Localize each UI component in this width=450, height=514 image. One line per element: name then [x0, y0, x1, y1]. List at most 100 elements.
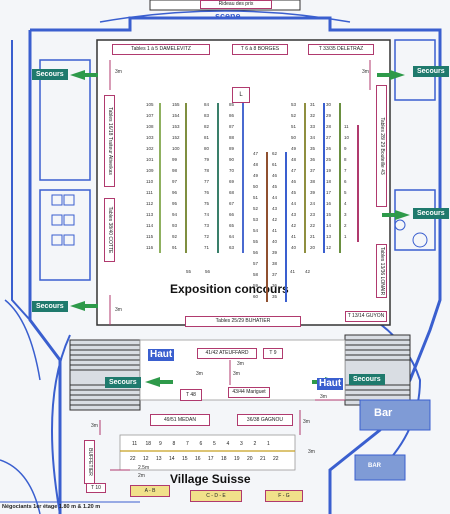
stand-number: 108: [146, 124, 154, 129]
stand-number: 39: [272, 250, 278, 255]
stand-number: 153: [172, 124, 180, 129]
stand-number: 52: [291, 113, 297, 118]
stand-number: 51: [291, 124, 297, 129]
stand-number: 32: [310, 113, 316, 118]
stand-number: 87: [229, 124, 235, 129]
stand-number: 89: [229, 146, 235, 151]
stand-number: 67: [229, 201, 235, 206]
village-stand-number: 12: [143, 456, 149, 462]
stand-number: 84: [204, 102, 210, 107]
stand-number: 5: [344, 190, 347, 195]
stand-number: 19: [326, 168, 332, 173]
hall-t9: T 9: [263, 348, 283, 359]
tables-13-14: T 13/14 GUYON: [345, 311, 387, 322]
secours-mid-left: Secours: [32, 301, 68, 312]
village-stand-number: 9: [159, 441, 162, 447]
stand-number: 26: [326, 146, 332, 151]
stand-number: 91: [172, 245, 178, 250]
stand-number: 27: [326, 135, 332, 140]
village-stand-number: 22: [273, 456, 279, 462]
stand-number: 47: [291, 168, 297, 173]
stand-number: 116: [146, 245, 154, 250]
secours-top-right: Secours: [413, 66, 449, 77]
dist-12: 3m: [196, 371, 203, 377]
tables-25-29: Tables 25/29 BUHATIER: [185, 316, 301, 327]
stand-number: 10: [344, 135, 350, 140]
secours-mid-right: Secours: [413, 208, 449, 219]
stand-number: 50: [253, 184, 259, 189]
hall-36-38: 36/38 GAGNOU: [237, 414, 293, 426]
village-stand-number: 13: [156, 456, 162, 462]
stand-number: 40: [291, 245, 297, 250]
village-stand-number: 3: [240, 441, 243, 447]
stand-number: 75: [204, 201, 210, 206]
stand-number: 44: [272, 195, 278, 200]
stand-number: 48: [253, 162, 259, 167]
stand-number: 29: [326, 113, 332, 118]
bar-left: BUFFETIER: [84, 440, 95, 484]
village-stand-number: 14: [169, 456, 175, 462]
stand-number: 24: [310, 201, 316, 206]
stand-ab: A - B: [130, 485, 170, 497]
stand-number: 95: [172, 201, 178, 206]
village-stand-number: 18: [221, 456, 227, 462]
stand-number: 93: [172, 223, 178, 228]
hall-t48: T 48: [180, 389, 202, 401]
dist-6: 3m: [303, 419, 310, 425]
stand-number: 77: [204, 179, 210, 184]
stand-number: 64: [229, 234, 235, 239]
village-stand-number: 7: [186, 441, 189, 447]
stand-number: 53: [291, 102, 297, 107]
stand-number: 53: [253, 217, 259, 222]
stand-number: 90: [229, 157, 235, 162]
stand-number: 18: [326, 179, 332, 184]
dist-11: 2m: [138, 473, 145, 479]
exposition-title: Exposition concours: [170, 282, 289, 296]
secours-top-left: Secours: [32, 69, 68, 80]
stand-number: 109: [146, 168, 154, 173]
stand-number: 94: [172, 212, 178, 217]
stand-number: 98: [172, 168, 178, 173]
stand-number: 38: [272, 261, 278, 266]
stand-number: 60: [253, 294, 259, 299]
stand-cde: C - D - E: [190, 490, 242, 502]
stand-number: 110: [146, 179, 154, 184]
village-stand-number: 17: [208, 456, 214, 462]
stand-number: 15: [326, 212, 332, 217]
stand-number: 65: [229, 223, 235, 228]
stand-number: 112: [146, 201, 154, 206]
stand-number: 42: [291, 223, 297, 228]
stand-number: 45: [272, 184, 278, 189]
stand-number: 49: [253, 173, 259, 178]
stand-number: 100: [172, 146, 180, 151]
stand-number: 107: [146, 113, 154, 118]
stand-number: 42: [305, 269, 311, 274]
stand-number: 46: [291, 179, 297, 184]
stand-number: 17: [326, 190, 332, 195]
stand-number: 74: [204, 212, 210, 217]
stand-number: 25: [326, 157, 332, 162]
stand-number: 154: [172, 113, 180, 118]
stand-number: 14: [326, 223, 332, 228]
stand-number: 47: [253, 151, 259, 156]
stand-number: 56: [205, 269, 211, 274]
table-row-bar: [185, 103, 187, 253]
stand-number: 115: [146, 234, 154, 239]
stand-number: 44: [291, 201, 297, 206]
stand-number: 23: [310, 212, 316, 217]
stand-number: 82: [204, 124, 210, 129]
stand-number: 56: [253, 250, 259, 255]
village-stand-number: 1: [267, 441, 270, 447]
stand-number: 50: [291, 135, 297, 140]
stand-number: 39: [310, 190, 316, 195]
village-stand-number: 21: [260, 456, 266, 462]
stand-number: 36: [272, 283, 278, 288]
village-stand-number: 18: [145, 441, 152, 447]
bar-label: Bar: [374, 407, 393, 419]
village-stand-number: 2: [253, 441, 257, 447]
tables-6-8: T 6 à 8 BORGES: [232, 44, 288, 55]
stand-number: 114: [146, 223, 154, 228]
stand-number: 38: [310, 179, 316, 184]
stand-number: 13: [326, 234, 332, 239]
stand-number: 80: [204, 146, 210, 151]
